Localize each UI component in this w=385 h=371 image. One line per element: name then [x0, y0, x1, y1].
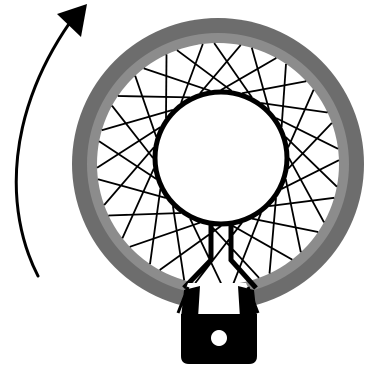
hub [155, 92, 287, 224]
spoke [166, 55, 167, 119]
bracket-hole [211, 330, 227, 346]
rotation-arc [16, 14, 76, 276]
arrow-head [57, 4, 87, 37]
